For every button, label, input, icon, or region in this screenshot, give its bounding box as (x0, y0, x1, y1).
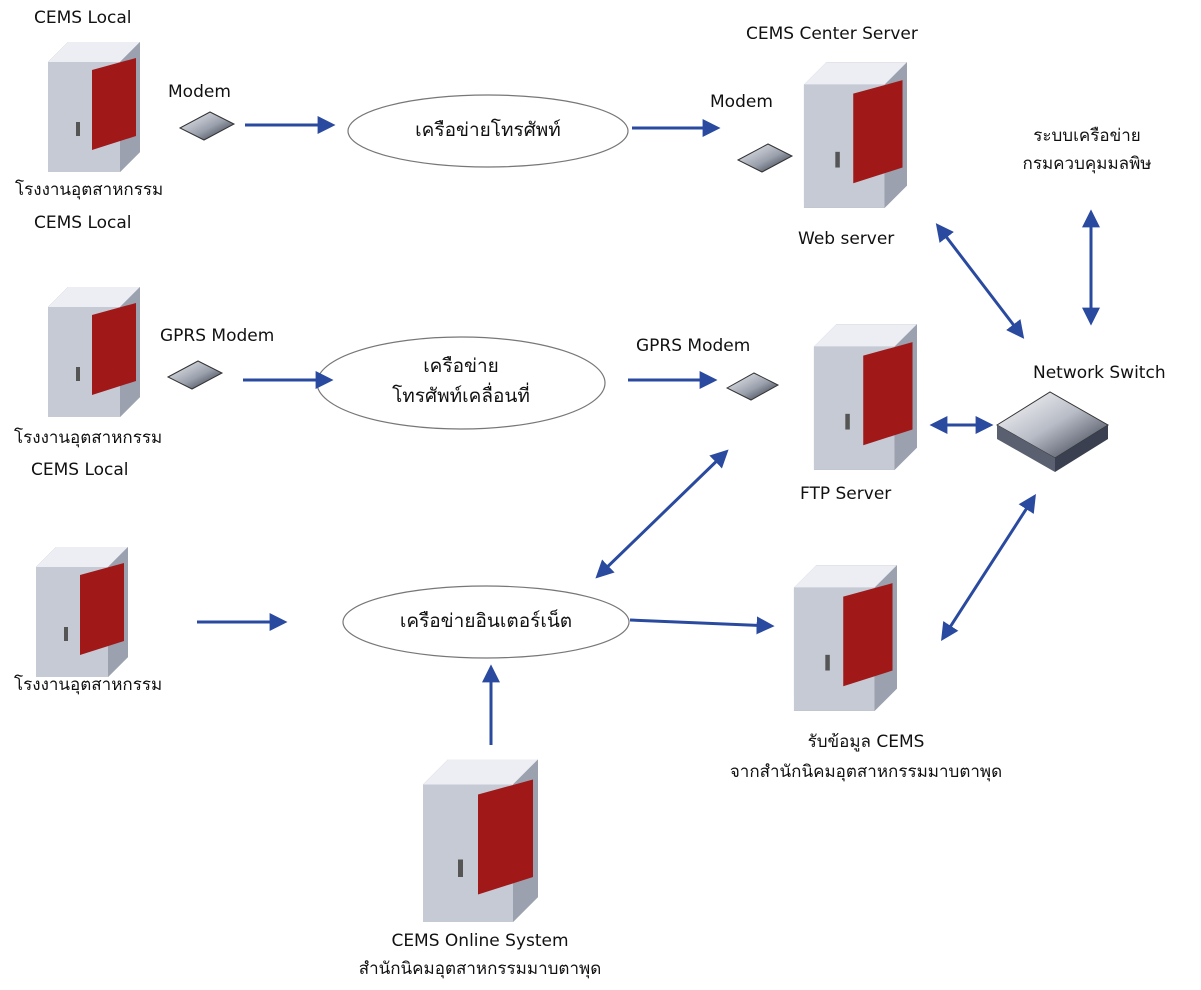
server-tower-icon-local1 (48, 42, 140, 172)
arrow-web-switch-bidirectional (935, 223, 1025, 339)
phone-network-label: เครือข่ายโทรศัพท์ (415, 119, 561, 141)
arrow-internet-ftp-bidirectional (595, 449, 729, 579)
server-tower-icon-center (803, 62, 907, 208)
local2-caption-line1: โรงงานอุตสาหกรรม (14, 428, 163, 448)
receiver-line1: รับข้อมูล CEMS (807, 732, 925, 752)
local1-caption-line2: CEMS Local (34, 213, 132, 233)
dept-line2: กรมควบคุมมลพิษ (1022, 154, 1152, 174)
ftp-modem-label: GPRS Modem (636, 336, 751, 356)
local2-caption-line2: CEMS Local (31, 460, 129, 480)
local1-caption-line1: โรงงานอุตสาหกรรม (15, 180, 164, 200)
arrow-internet-to-receiver (629, 616, 775, 635)
phone-network-ellipse (347, 94, 629, 168)
center-title: CEMS Center Server (746, 24, 918, 44)
online-line1: CEMS Online System (391, 931, 569, 951)
local2-modem-label: GPRS Modem (160, 326, 275, 346)
modem-icon-local1 (178, 111, 236, 141)
server-tower-icon-online (423, 759, 538, 922)
modem-icon-ftp (725, 372, 780, 401)
center-caption: Web server (798, 229, 895, 249)
receiver-line2: จากสำนักนิคมอุตสาหกรรมมาบตาพุด (729, 762, 1003, 782)
switch-caption: Network Switch (1033, 363, 1166, 383)
network-switch-icon (996, 391, 1109, 472)
online-line2: สำนักนิคมอุตสาหกรรมมาบตาพุด (358, 959, 602, 979)
local1-modem-label: Modem (168, 82, 231, 102)
arrow-receiver-switch-bidirectional (941, 493, 1036, 642)
mobile-network-label-line1: เครือข่าย (423, 355, 499, 377)
factory3-caption: โรงงานอุตสาหกรรม (14, 675, 163, 695)
modem-icon-center (736, 143, 794, 173)
mobile-network-label-line2: โทรศัพท์เคลื่อนที่ (392, 385, 530, 407)
local1-title: CEMS Local (34, 8, 132, 28)
server-tower-icon-local2 (48, 287, 140, 417)
internet-ellipse (342, 585, 630, 659)
ftp-caption: FTP Server (800, 484, 892, 504)
internet-network-label: เครือข่ายอินเตอร์เน็ต (399, 610, 573, 632)
server-tower-icon-factory3 (36, 547, 128, 677)
server-tower-icon-receiver (793, 565, 897, 711)
modem-icon-local2 (166, 360, 224, 390)
center-modem-label: Modem (710, 92, 773, 112)
server-tower-icon-ftp (813, 324, 917, 470)
dept-line1: ระบบเครือข่าย (1033, 126, 1141, 146)
